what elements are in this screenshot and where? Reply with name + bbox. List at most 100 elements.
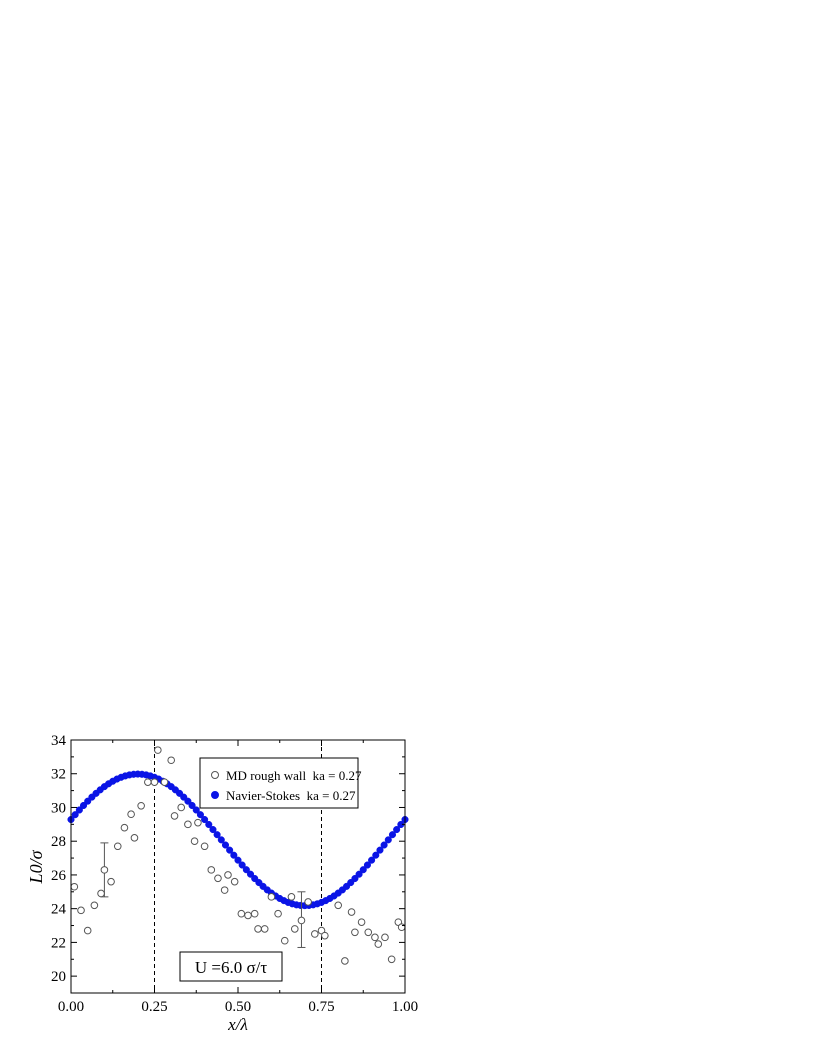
ns-point xyxy=(196,811,204,819)
md-point xyxy=(387,955,396,964)
md-point xyxy=(190,837,199,846)
md-point xyxy=(224,871,232,879)
md-point xyxy=(214,874,222,883)
md-point xyxy=(144,778,152,786)
md-point xyxy=(364,928,373,937)
y-tick-label: 26 xyxy=(51,868,67,884)
md-point xyxy=(137,801,145,810)
ns-point xyxy=(234,856,242,864)
md-point xyxy=(100,866,109,874)
annotation-frame xyxy=(179,951,283,982)
ns-point xyxy=(355,870,363,878)
y-tick-label: 24 xyxy=(51,902,67,918)
ns-point xyxy=(359,866,367,874)
md-point xyxy=(167,756,175,765)
ns-point xyxy=(238,861,246,869)
ns-point xyxy=(205,820,213,829)
ns-point xyxy=(188,801,196,810)
legend-box xyxy=(199,757,359,809)
md-point xyxy=(347,908,356,916)
ns-point xyxy=(246,870,255,878)
ns-point xyxy=(184,797,192,805)
ns-point xyxy=(372,851,380,859)
y-tick-label: 32 xyxy=(51,767,66,783)
annotation-label: U =6.0 σ/τ xyxy=(195,958,268,977)
legend-md-label: MD rough wall ka = 0.27 xyxy=(226,768,362,783)
y-tick-label: 30 xyxy=(51,800,66,816)
ns-point xyxy=(351,874,359,883)
md-point xyxy=(260,925,269,933)
md-point xyxy=(150,778,159,786)
ns-point xyxy=(376,846,384,854)
x-tick-label: 0.75 xyxy=(308,999,334,1015)
md-point xyxy=(97,889,105,898)
md-point xyxy=(237,909,246,918)
md-point xyxy=(250,909,259,918)
legend-ns-marker xyxy=(211,791,219,799)
ns-point xyxy=(209,826,217,834)
ns-point xyxy=(363,861,371,869)
y-tick-label: 22 xyxy=(51,935,66,951)
ns-point xyxy=(380,841,388,849)
y-axis-title: L0/σ xyxy=(26,849,46,884)
md-point xyxy=(290,925,299,933)
md-point xyxy=(321,931,329,940)
md-point xyxy=(357,918,366,926)
md-point xyxy=(70,882,79,891)
md-point xyxy=(200,842,209,851)
md-point xyxy=(244,911,252,920)
annotation-box: U =6.0 σ/τ xyxy=(179,951,283,982)
x-axis-title: x/λ xyxy=(227,1015,248,1034)
md-point xyxy=(154,746,162,754)
ns-point xyxy=(393,826,401,834)
y-tick-label: 20 xyxy=(51,969,66,985)
y-tick-label: 34 xyxy=(51,733,67,749)
md-point xyxy=(381,933,389,942)
md-point xyxy=(334,901,343,910)
md-point xyxy=(130,834,139,842)
y-tick-label: 28 xyxy=(51,834,66,850)
md-point xyxy=(304,898,312,906)
ns-point xyxy=(384,836,392,844)
ns-point xyxy=(217,836,225,844)
ns-point xyxy=(242,866,250,874)
ns-point xyxy=(368,856,376,864)
md-point xyxy=(90,901,99,910)
md-point xyxy=(397,923,406,932)
x-tick-label: 0.50 xyxy=(225,999,251,1015)
md-point xyxy=(170,812,179,820)
md-point xyxy=(127,810,135,819)
md-point xyxy=(341,957,349,965)
ns-point xyxy=(221,841,230,849)
md-point xyxy=(113,842,122,851)
md-point xyxy=(374,940,383,948)
md-point xyxy=(371,933,379,942)
md-point xyxy=(107,877,115,886)
md-point xyxy=(194,818,202,827)
md-point xyxy=(280,936,289,945)
md-point xyxy=(220,886,229,894)
md-point xyxy=(120,823,129,832)
md-point xyxy=(274,909,282,918)
md-point xyxy=(287,893,296,901)
x-tick-label: 0.00 xyxy=(58,999,84,1015)
ns-point xyxy=(213,831,221,839)
md-point xyxy=(297,916,306,925)
md-point xyxy=(184,820,192,829)
ns-point xyxy=(388,831,397,839)
ns-point xyxy=(192,806,200,814)
legend-ns-label: Navier-Stokes ka = 0.27 xyxy=(226,788,356,803)
ns-point xyxy=(230,851,238,859)
legend-md-marker xyxy=(211,771,219,779)
ns-point xyxy=(75,806,83,814)
md-point xyxy=(77,906,85,915)
md-point xyxy=(267,893,276,901)
ns-point xyxy=(79,801,88,810)
md-point xyxy=(207,866,216,874)
ns-point xyxy=(226,846,234,854)
x-tick-label: 0.25 xyxy=(141,999,167,1015)
ns-point xyxy=(201,815,209,824)
md-point xyxy=(230,877,239,886)
